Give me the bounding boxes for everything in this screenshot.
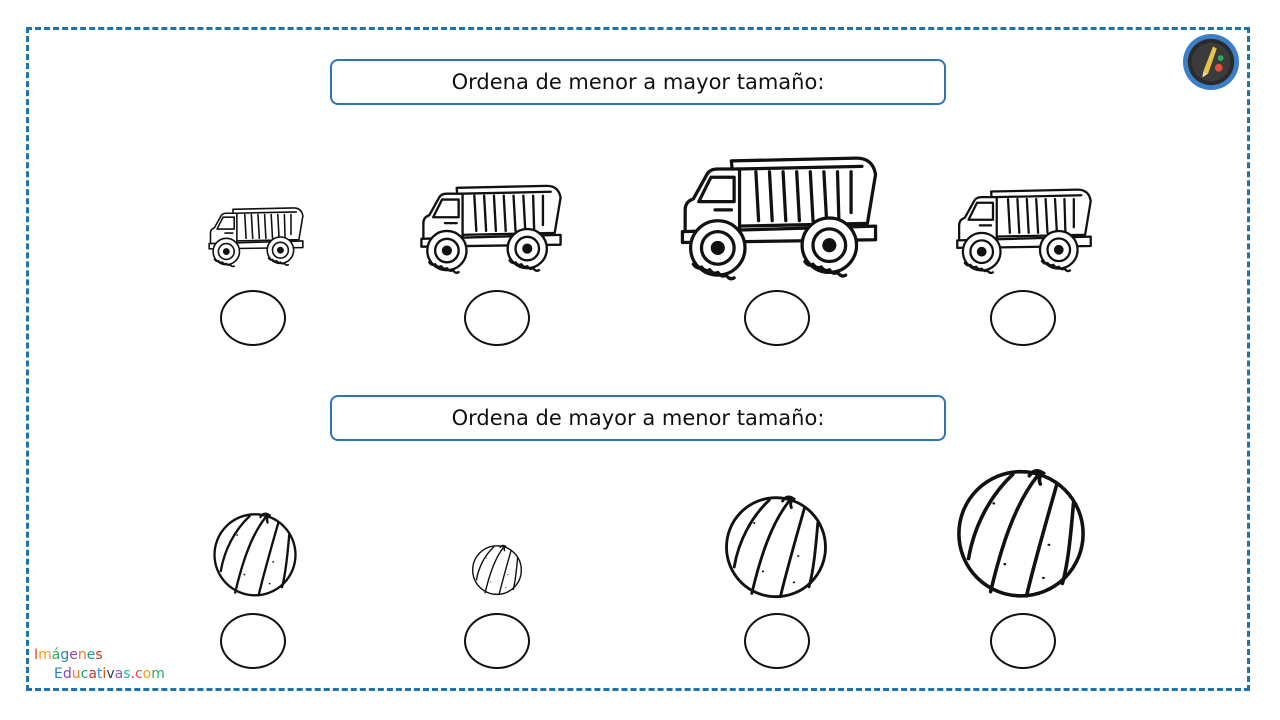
brand-letter: g: [60, 647, 70, 663]
beach-ball-icon: [213, 512, 297, 597]
beach-ball-icon: [471, 544, 523, 596]
brand-letter: o: [142, 666, 152, 682]
worksheet-border: [26, 27, 1250, 691]
brand-letter: e: [69, 647, 78, 663]
dump-truck-icon: [680, 156, 878, 281]
brand-letter: I: [34, 647, 39, 663]
brand-letter: á: [51, 647, 61, 663]
brand-letter: e: [86, 647, 96, 663]
answer-circle[interactable]: [220, 613, 286, 669]
dump-truck-icon: [956, 188, 1092, 275]
brand-logo: Imágenes Educativas.com: [34, 646, 165, 684]
brand-letter: E: [54, 666, 63, 682]
brand-letter: a: [114, 666, 124, 682]
brand-letter: v: [106, 666, 115, 682]
answer-circle[interactable]: [990, 290, 1056, 346]
answer-circle[interactable]: [464, 613, 530, 669]
dump-truck-icon: [420, 184, 562, 274]
brand-letter: .: [130, 666, 135, 682]
dump-truck-icon: [208, 207, 304, 268]
section1-title: Ordena de menor a mayor tamaño:: [330, 59, 946, 105]
answer-circle[interactable]: [464, 290, 530, 346]
brand-letter: t: [96, 666, 103, 682]
brand-letter: d: [62, 666, 72, 682]
brand-letter: u: [71, 666, 81, 682]
answer-circle[interactable]: [744, 290, 810, 346]
brand-letter: c: [80, 666, 89, 682]
brand-letter: n: [77, 647, 87, 663]
brand-letter: s: [95, 647, 103, 663]
answer-circle[interactable]: [220, 290, 286, 346]
brand-letter: a: [88, 666, 97, 682]
brand-letter: m: [38, 647, 52, 663]
brand-letter: s: [123, 666, 131, 682]
answer-circle[interactable]: [744, 613, 810, 669]
brand-letter: i: [102, 666, 107, 682]
beach-ball-icon: [725, 495, 827, 599]
beach-ball-icon: [957, 469, 1085, 598]
logo-icon: [1182, 33, 1240, 91]
answer-circle[interactable]: [990, 613, 1056, 669]
brand-line-2: Educativas.com: [34, 665, 165, 684]
brand-letter: c: [134, 666, 143, 682]
brand-line-1: Imágenes: [34, 646, 165, 665]
section2-title: Ordena de mayor a menor tamaño:: [330, 395, 946, 441]
brand-letter: m: [151, 666, 165, 682]
